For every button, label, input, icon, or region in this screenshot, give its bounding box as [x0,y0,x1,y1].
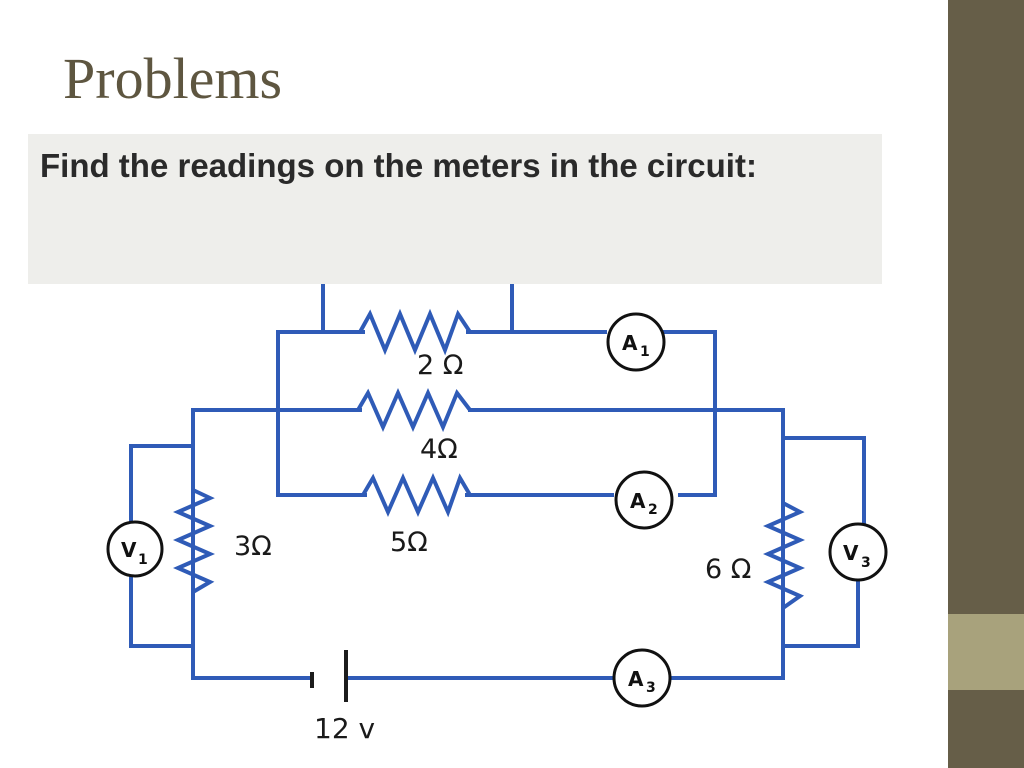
ammeter-a1-subscript: 1 [640,344,650,360]
wire-v1-top [129,444,195,525]
voltmeter-v3-letter: V [843,541,859,565]
voltmeter-v3-body [828,522,888,582]
wire-inner-left-rail [276,330,365,497]
resistor-6ohm [763,501,805,610]
resistor-3ohm-label: 3Ω [234,531,272,562]
voltmeter-v1-letter: V [121,538,137,562]
resistor-5ohm-label: 5Ω [390,527,428,558]
voltmeter-v1-subscript: 1 [138,552,148,568]
voltmeter-v1-body [106,520,164,578]
wire-v3-bottom [781,576,860,648]
circuit-diagram: A 1 A 2 A 3 V 1 V 3 2 Ω 4Ω 5Ω 3Ω 6 Ω 12 … [106,278,888,745]
circuit-wires [129,278,866,680]
ammeter-a2-subscript: 2 [648,502,658,518]
resistor-3ohm [173,488,215,594]
voltmeter-v3-subscript: 3 [861,555,871,571]
wire-v3-top [781,436,866,530]
resistor-2ohm-label: 2 Ω [417,350,463,381]
wire-left-outer [191,408,314,680]
sidebar-decoration [948,0,1024,768]
battery-label: 12 v [314,712,375,745]
resistor-5ohm [361,473,472,518]
voltmeter-v1: V 1 [106,520,164,578]
ammeter-a3-letter: A [628,667,644,691]
battery [310,650,348,702]
resistor-4ohm [356,388,472,433]
problem-statement-box: Find the readings on the meters in the c… [28,134,882,284]
voltmeter-v3: V 3 [828,522,888,582]
ammeter-a2: A 2 [614,470,674,530]
ammeter-a3: A 3 [612,648,672,708]
ammeter-a3-subscript: 3 [646,680,656,696]
ammeter-a3-body [612,648,672,708]
ammeter-a2-letter: A [630,489,646,513]
ammeter-a1-letter: A [622,331,638,355]
wire-v1-bottom [129,573,195,648]
sidebar-accent-block [948,614,1024,690]
wire-right-outer [670,408,785,680]
ammeter-a1: A 1 [606,312,666,372]
resistor-6ohm-label: 6 Ω [705,554,751,585]
problem-statement: Find the readings on the meters in the c… [40,147,757,184]
wire-a1-right [663,330,717,497]
resistor-4ohm-label: 4Ω [420,434,458,465]
resistor-2ohm [358,308,472,356]
ammeter-a1-body [606,312,666,372]
slide-title: Problems [63,46,283,111]
ammeter-a2-body [614,470,674,530]
